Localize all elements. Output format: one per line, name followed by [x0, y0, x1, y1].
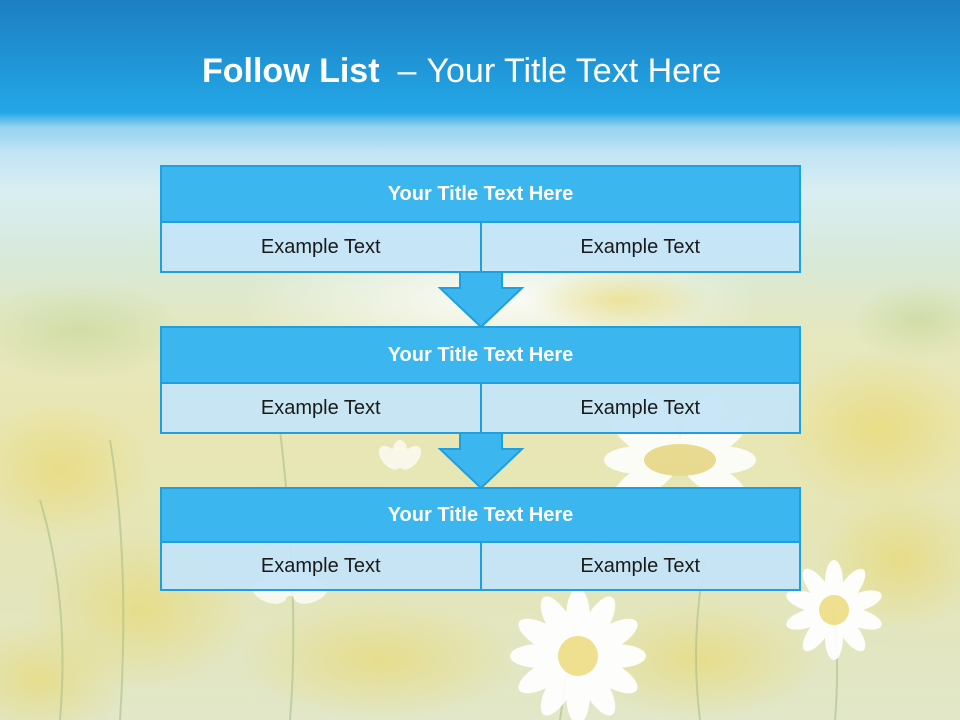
- slide-title: Follow List–Your Title Text Here: [202, 52, 721, 91]
- step-cell-left: Example Text: [160, 543, 480, 591]
- title-band: [0, 0, 960, 150]
- step-cell-right: Example Text: [479, 543, 801, 591]
- step-box-2: Your Title Text Here Example Text Exampl…: [160, 326, 801, 434]
- step-title: Your Title Text Here: [160, 165, 801, 223]
- arrow-down-icon: [437, 271, 525, 329]
- step-box-3: Your Title Text Here Example Text Exampl…: [160, 487, 801, 591]
- step-box-1: Your Title Text Here Example Text Exampl…: [160, 165, 801, 273]
- arrow-down-icon: [437, 432, 525, 490]
- step-cell-left: Example Text: [160, 384, 480, 434]
- step-title: Your Title Text Here: [160, 487, 801, 543]
- title-rest-part: Your Title Text Here: [426, 52, 722, 90]
- title-bold-part: Follow List: [202, 52, 380, 90]
- title-separator: –: [397, 52, 417, 90]
- step-cell-right: Example Text: [479, 223, 801, 273]
- step-cell-left: Example Text: [160, 223, 480, 273]
- step-cell-right: Example Text: [479, 384, 801, 434]
- step-row: Example Text Example Text: [160, 223, 801, 273]
- step-title: Your Title Text Here: [160, 326, 801, 384]
- step-row: Example Text Example Text: [160, 384, 801, 434]
- step-row: Example Text Example Text: [160, 543, 801, 591]
